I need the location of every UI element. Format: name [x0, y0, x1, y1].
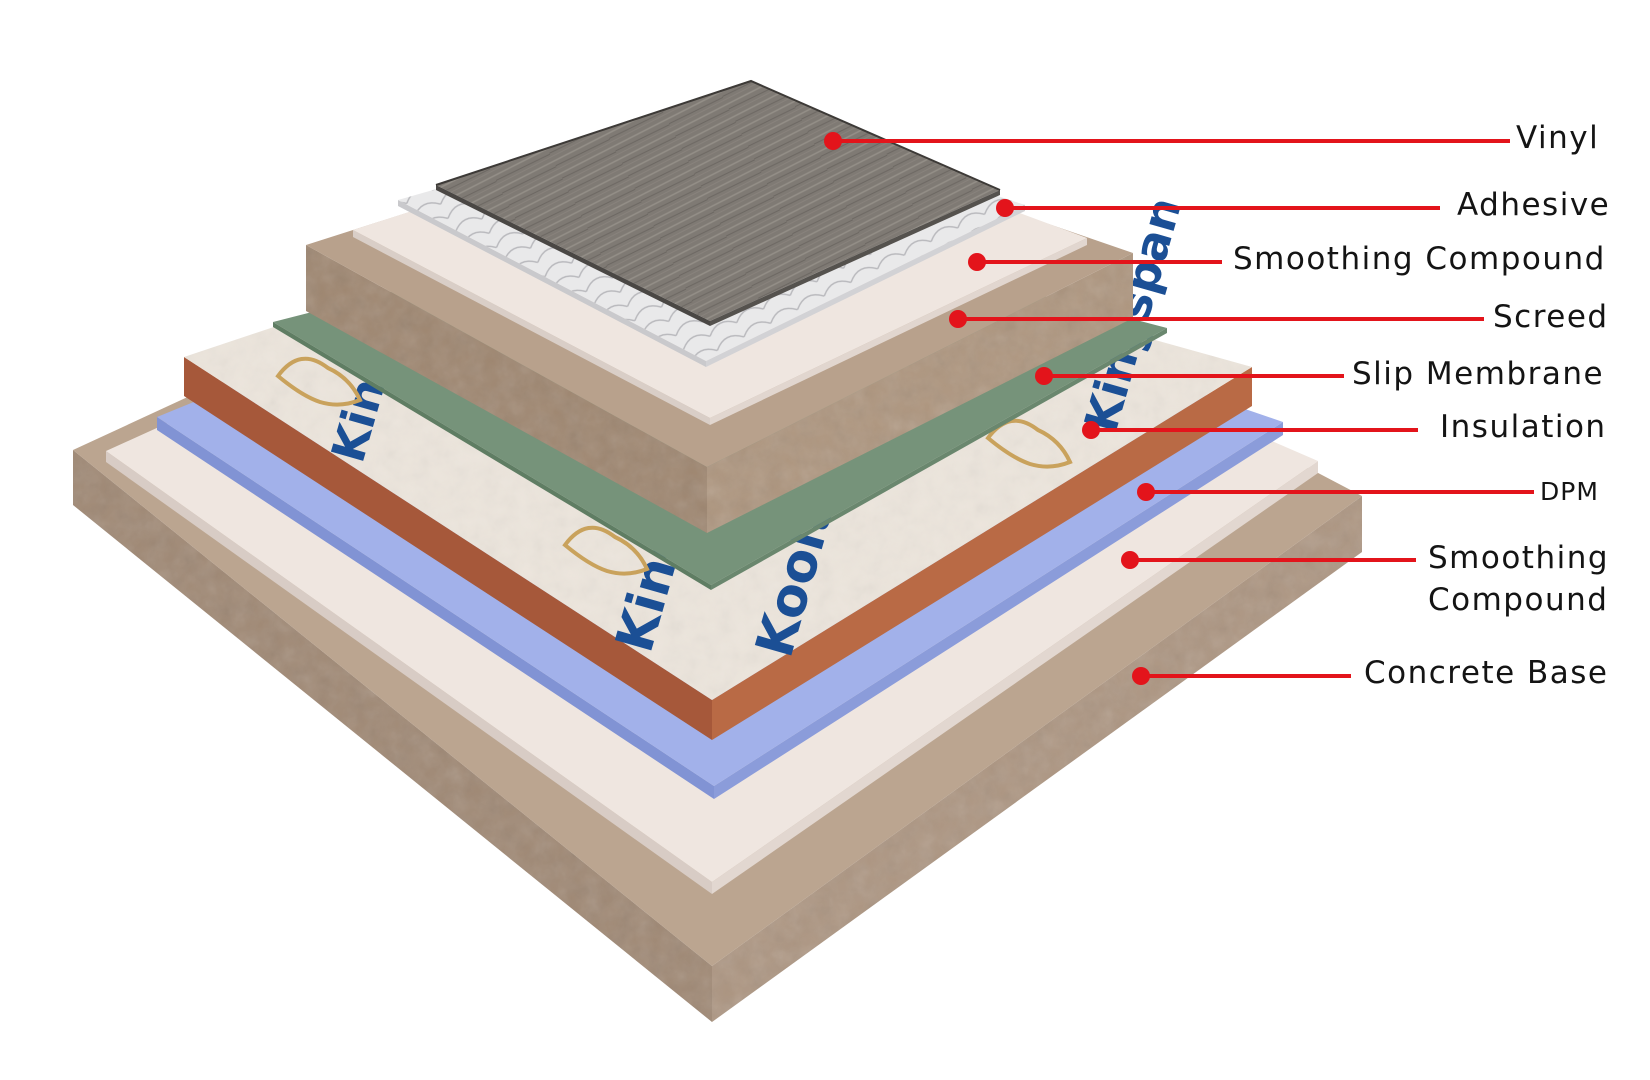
label-insulation: Insulation — [1440, 409, 1607, 445]
label-adhesive: Adhesive — [1457, 187, 1611, 223]
leader-smoothing-compound-top — [968, 253, 1222, 271]
label-smoothing-compound-top: Smoothing Compound — [1233, 241, 1606, 277]
slip-membrane-side — [711, 328, 1167, 590]
leader-vinyl — [824, 132, 1510, 150]
adhesive-side — [706, 205, 1025, 367]
insulation-side — [184, 357, 712, 740]
smoothing-compound-bottom-side — [712, 461, 1318, 894]
vinyl-side — [436, 185, 710, 326]
dpm-side — [157, 417, 714, 799]
leader-screed — [949, 310, 1484, 328]
label-vinyl: Vinyl — [1516, 120, 1600, 156]
leader-concrete-base — [1132, 667, 1351, 685]
leader-dpm — [1137, 483, 1534, 501]
leader-lines — [824, 132, 1534, 685]
brand-logo-icon — [275, 356, 1073, 576]
leader-slip-membrane — [1035, 367, 1344, 385]
smoothing-compound-top-side — [710, 238, 1087, 425]
leader-smoothing-compound-bottom — [1121, 551, 1416, 569]
smoothing-compound-bottom-side — [106, 451, 712, 894]
label-slip-membrane: Slip Membrane — [1352, 356, 1605, 392]
label-concrete-base: Concrete Base — [1364, 655, 1609, 691]
leader-adhesive — [996, 199, 1440, 217]
smoothing-compound-top-side — [353, 230, 710, 425]
adhesive-side — [398, 200, 706, 367]
leader-insulation — [1082, 421, 1418, 439]
label-screed: Screed — [1493, 299, 1609, 335]
label-smoothing-compound-bottom: Smoothing Compound — [1428, 540, 1610, 618]
label-dpm: DPM — [1540, 477, 1599, 506]
insulation-side — [712, 367, 1252, 740]
dpm-side — [714, 422, 1283, 799]
vinyl-side — [710, 190, 1000, 326]
slip-membrane-side — [273, 322, 711, 590]
